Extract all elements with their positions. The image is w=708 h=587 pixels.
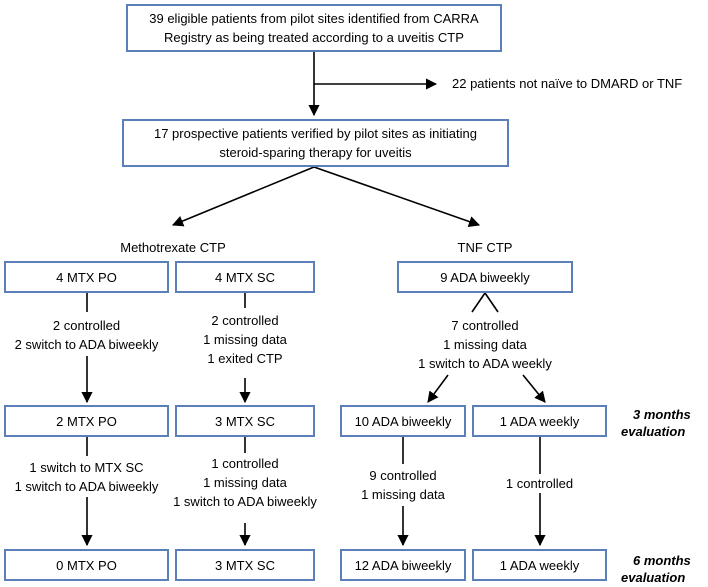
outcome2-ada-weekly-line: 1 controlled	[505, 476, 574, 491]
prospective-box: 17 prospective patients verified by pilo…	[122, 119, 509, 167]
baseline-mtx-po-box: 4 MTX PO	[4, 261, 169, 293]
eval-3-months-line: 3 months	[633, 407, 691, 422]
excluded-text: 22 patients not naïve to DMARD or TNF	[452, 74, 683, 93]
outcome2-mtx-po: 1 switch to MTX SC 1 switch to ADA biweek…	[4, 458, 169, 496]
outcome2-ada-biweekly-line: 1 missing data	[361, 487, 445, 502]
outcome1-mtx-po-line: 2 switch to ADA biweekly	[14, 337, 159, 352]
arrow-ada-weekly-3m	[522, 374, 546, 403]
arrow-ada-biweekly-3m	[427, 374, 449, 403]
outcome1-ada-line: 7 controlled	[451, 318, 519, 333]
arrow-to-mtx-ctp	[171, 166, 315, 227]
month3-mtx-po-box: 2 MTX PO	[4, 405, 169, 437]
outcome1-mtx-sc-line: 2 controlled	[211, 313, 279, 328]
baseline-mtx-sc-box: 4 MTX SC	[175, 261, 315, 293]
outcome2-mtx-po-line: 1 switch to ADA biweekly	[14, 479, 159, 494]
outcome1-mtx-sc: 2 controlled 1 missing data 1 exited CTP	[175, 311, 315, 368]
eval-3-months-line: evaluation	[621, 424, 686, 439]
month3-mtx-sc-box: 3 MTX SC	[175, 405, 315, 437]
outcome2-mtx-sc: 1 controlled 1 missing data 1 switch to AD…	[167, 454, 323, 511]
outcome2-mtx-po-line: 1 switch to MTX SC	[29, 460, 144, 475]
outcome2-mtx-sc-line: 1 switch to ADA biweekly	[173, 494, 317, 509]
prospective-line-1: 17 prospective patients verified by pilo…	[153, 126, 477, 141]
eligible-box: 39 eligible patients from pilot sites id…	[126, 4, 502, 52]
mtx-ctp-label: Methotrexate CTP	[110, 238, 236, 257]
outcome2-ada-biweekly: 9 controlled 1 missing data	[340, 466, 466, 504]
eval-6-months-line: evaluation	[621, 570, 686, 585]
arrow-to-tnf-ctp	[313, 166, 481, 227]
month3-ada-biweekly-box: 10 ADA biweekly	[340, 405, 466, 437]
outcome2-ada-weekly: 1 controlled	[472, 474, 607, 493]
outcome2-ada-biweekly-line: 9 controlled	[369, 468, 437, 483]
prospective-line-2: steroid-sparing therapy for uveitis	[219, 145, 412, 160]
excluded-label: 22 patients not naïve to DMARD or TNF	[452, 76, 683, 91]
eval-3-months: 3 months evaluation	[621, 406, 691, 440]
outcome1-ada-line: 1 missing data	[443, 337, 527, 352]
eligible-line-2: Registry as being treated according to a…	[164, 30, 464, 45]
month6-ada-biweekly-box: 12 ADA biweekly	[340, 549, 466, 581]
outcome1-mtx-sc-line: 1 exited CTP	[207, 351, 283, 366]
outcome1-mtx-po: 2 controlled 2 switch to ADA biweekly	[4, 316, 169, 354]
month6-mtx-sc-box: 3 MTX SC	[175, 549, 315, 581]
outcome1-mtx-po-line: 2 controlled	[52, 318, 121, 333]
outcome1-ada-line: 1 switch to ADA weekly	[418, 356, 552, 371]
eval-6-months: 6 months evaluation	[621, 552, 691, 586]
outcome2-mtx-sc-line: 1 controlled	[211, 456, 279, 471]
outcome1-ada: 7 controlled 1 missing data 1 switch to AD…	[396, 316, 574, 373]
baseline-ada-box: 9 ADA biweekly	[397, 261, 573, 293]
eligible-line-1: 39 eligible patients from pilot sites id…	[149, 11, 479, 26]
month6-ada-weekly-box: 1 ADA weekly	[472, 549, 607, 581]
tnf-ctp-label: TNF CTP	[440, 238, 530, 257]
month6-mtx-po-box: 0 MTX PO	[4, 549, 169, 581]
outcome2-mtx-sc-line: 1 missing data	[203, 475, 287, 490]
month3-ada-weekly-box: 1 ADA weekly	[472, 405, 607, 437]
eval-6-months-line: 6 months	[633, 553, 691, 568]
outcome1-mtx-sc-line: 1 missing data	[203, 332, 287, 347]
